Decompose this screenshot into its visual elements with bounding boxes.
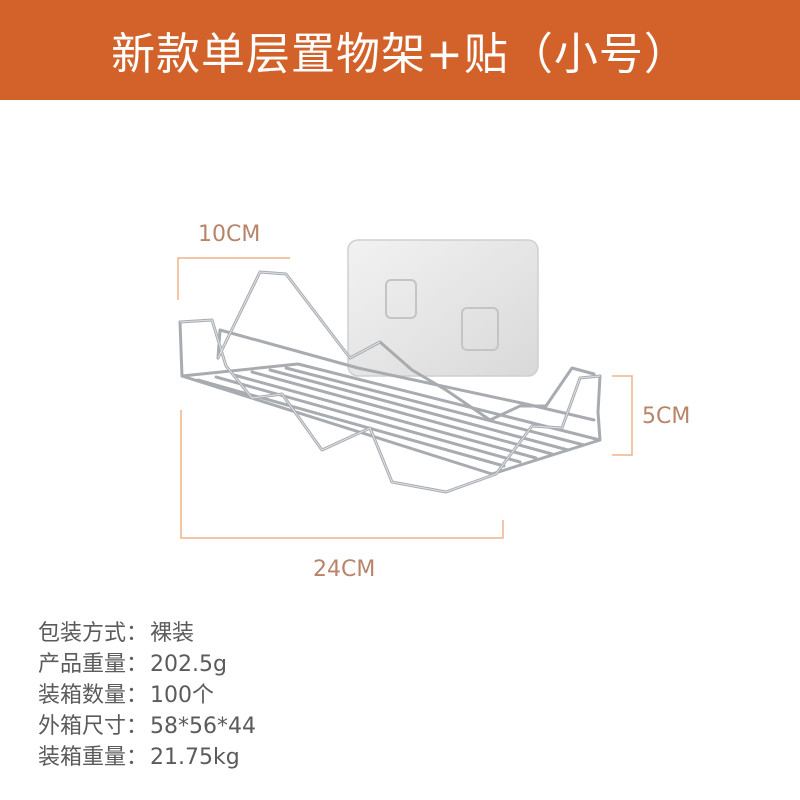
- spec-value: 202.5g: [150, 652, 227, 677]
- spec-list: 包装方式 ： 裸装 产品重量 ： 202.5g 装箱数量 ： 100个 外箱尺寸…: [38, 618, 256, 773]
- spec-carton-quantity: 装箱数量 ： 100个: [38, 680, 256, 711]
- spec-value: 裸装: [150, 621, 195, 646]
- adhesive-hook-pad-icon: [347, 239, 539, 377]
- width-label: 24CM: [313, 557, 376, 582]
- width-dimension-line: [180, 410, 504, 539]
- spec-value: 58*56*44: [150, 714, 257, 739]
- spec-value: 21.75kg: [150, 745, 240, 770]
- depth-label: 10CM: [198, 222, 261, 247]
- spec-carton-size: 外箱尺寸 ： 58*56*44: [38, 711, 256, 742]
- height-dimension-line: [612, 375, 633, 456]
- spec-label: 产品重量: [38, 652, 127, 677]
- spec-label: 装箱重量: [38, 745, 127, 770]
- wire-shelf-rack-icon: [178, 239, 602, 494]
- spec-carton-weight: 装箱重量 ： 21.75kg: [38, 742, 256, 773]
- spec-packaging: 包装方式 ： 裸装: [38, 618, 256, 649]
- spec-separator: ：: [126, 621, 149, 646]
- spec-separator: ：: [126, 652, 149, 677]
- spec-separator: ：: [126, 714, 149, 739]
- title-banner: 新款单层置物架+贴（小号）: [0, 0, 800, 100]
- spec-label: 包装方式: [38, 621, 127, 646]
- spec-separator: ：: [126, 745, 149, 770]
- spec-value: 100个: [150, 683, 215, 708]
- depth-dimension-line: [177, 257, 290, 300]
- page-title: 新款单层置物架+贴（小号）: [111, 29, 689, 80]
- spec-label: 装箱数量: [38, 683, 127, 708]
- spec-product-weight: 产品重量 ： 202.5g: [38, 649, 256, 680]
- height-label: 5CM: [642, 404, 691, 429]
- spec-separator: ：: [126, 683, 149, 708]
- spec-label: 外箱尺寸: [38, 714, 127, 739]
